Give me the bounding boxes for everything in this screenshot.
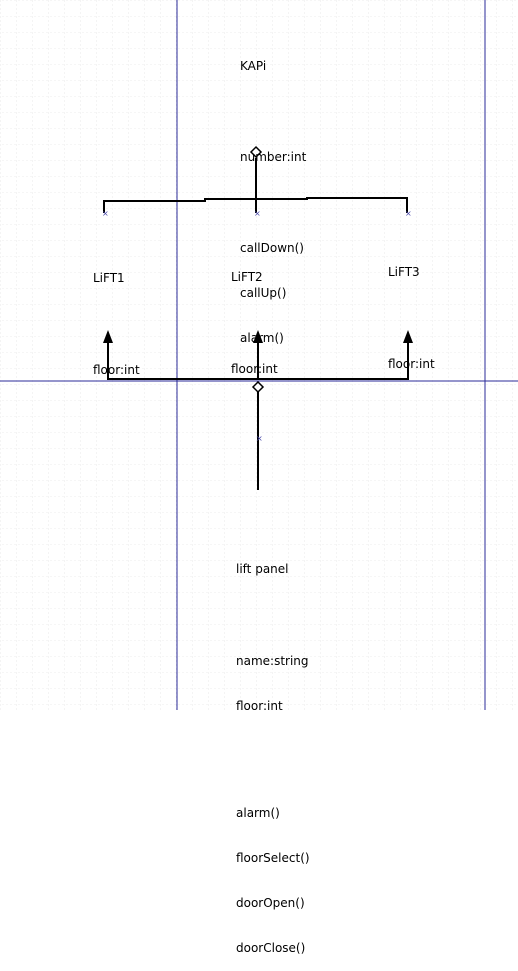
class-lift-panel[interactable]: lift panel name:string floor:int alarm()… xyxy=(236,532,310,971)
class-kapi-name: KAPi xyxy=(240,59,267,73)
class-lift-panel-attribute: name:string xyxy=(236,654,309,668)
class-lift-panel-method: alarm() xyxy=(236,806,280,820)
diagram-canvas: × × × × xyxy=(0,0,518,710)
class-lift-panel-attribute: floor:int xyxy=(236,699,283,713)
svg-text:×: × xyxy=(256,434,263,443)
class-lift-panel-name: lift panel xyxy=(236,562,289,576)
aggregation-diamond-bottom xyxy=(251,380,265,394)
class-lift3[interactable]: LiFT3 floor:int xyxy=(388,235,435,387)
svg-text:×: × xyxy=(405,209,412,218)
panel-aggregation-connector[interactable] xyxy=(107,342,409,490)
class-lift1-attribute: floor:int xyxy=(93,363,140,377)
class-lift3-name: LiFT3 xyxy=(388,265,420,279)
arrowhead-lift1 xyxy=(103,330,113,343)
class-kapi-attribute: number:int xyxy=(240,150,307,164)
aggregation-diamond-top xyxy=(249,145,263,159)
class-kapi-method: callUp() xyxy=(240,286,287,300)
class-kapi[interactable]: KAPi number:int callDown() callUp() alar… xyxy=(240,29,306,361)
class-lift-panel-method: doorClose() xyxy=(236,941,306,955)
class-kapi-method: alarm() xyxy=(240,331,284,345)
class-lift-panel-method: doorOpen() xyxy=(236,896,305,910)
arrowhead-lift3 xyxy=(403,330,413,343)
svg-text:×: × xyxy=(254,209,261,218)
class-lift2[interactable]: LiFT2 floor:int xyxy=(231,240,278,392)
class-lift2-name: LiFT2 xyxy=(231,270,263,284)
svg-text:×: × xyxy=(102,209,109,218)
class-kapi-method: callDown() xyxy=(240,241,304,255)
class-lift1[interactable]: LiFT1 floor:int xyxy=(93,241,140,393)
arrowhead-lift2 xyxy=(253,330,263,343)
class-lift3-attribute: floor:int xyxy=(388,357,435,371)
class-lift2-attribute: floor:int xyxy=(231,362,278,376)
connection-markers: × × × × xyxy=(102,209,412,443)
class-lift1-name: LiFT1 xyxy=(93,271,125,285)
kapi-aggregation-connector[interactable] xyxy=(103,145,408,213)
class-lift-panel-method: floorSelect() xyxy=(236,851,310,865)
